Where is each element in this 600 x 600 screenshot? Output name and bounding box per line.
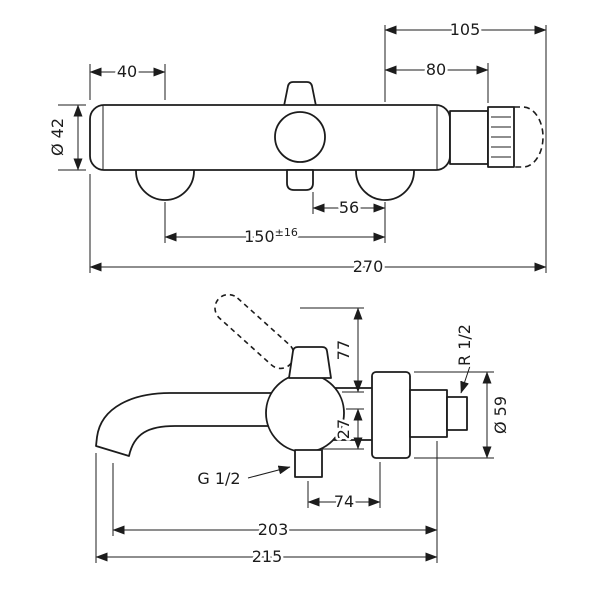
thread-r12-label: R 1/2 bbox=[455, 324, 474, 366]
wall-escutcheon bbox=[371, 371, 411, 459]
dimension-215: 215 bbox=[95, 453, 438, 569]
dimension-dia-59: Ø 59 bbox=[414, 371, 513, 459]
dimension-150: 150±16 bbox=[164, 202, 386, 249]
dimension-215-label: 215 bbox=[252, 547, 283, 566]
thread-g12-label: G 1/2 bbox=[197, 469, 240, 488]
lever-open-position-dashed bbox=[214, 293, 295, 370]
thread-nipple bbox=[446, 396, 468, 431]
spout bbox=[95, 392, 301, 457]
shower-outlet-port bbox=[294, 449, 323, 478]
hand-shower-holder-dashed bbox=[514, 106, 544, 168]
leader-line bbox=[247, 465, 291, 479]
dimension-80-label: 80 bbox=[426, 60, 446, 79]
valve-body-circle bbox=[265, 373, 345, 453]
dimension-270-label: 270 bbox=[353, 257, 384, 276]
wall-connector bbox=[409, 389, 448, 438]
dimension-dia-59-label: Ø 59 bbox=[491, 396, 510, 434]
top-view: 40 80 105 Ø 42 56 bbox=[46, 18, 547, 279]
dimension-105: 105 bbox=[384, 18, 547, 273]
dimension-dia-42-label: Ø 42 bbox=[48, 118, 67, 156]
dimension-203-label: 203 bbox=[258, 520, 289, 539]
dimension-150-label: 150±16 bbox=[244, 226, 298, 246]
dimension-270: 270 bbox=[89, 174, 547, 279]
dimension-77: 77 bbox=[300, 307, 364, 393]
outlet-connector bbox=[449, 110, 489, 165]
dimension-105-label: 105 bbox=[450, 20, 481, 39]
dimension-203: 203 bbox=[112, 441, 438, 563]
dimension-74-label: 74 bbox=[334, 492, 354, 511]
dimension-40: 40 bbox=[89, 60, 166, 100]
side-view: 77 27 R 1/2 Ø 59 G 1/2 bbox=[95, 293, 513, 569]
dimension-77-label: 77 bbox=[334, 340, 353, 360]
dimension-27: 27 bbox=[322, 408, 364, 450]
cartridge-circle bbox=[274, 111, 326, 163]
mixer-body bbox=[89, 104, 451, 171]
dimension-74: 74 bbox=[307, 462, 381, 514]
dimension-40-label: 40 bbox=[117, 62, 137, 81]
lever-handle bbox=[288, 346, 332, 379]
dimension-80: 80 bbox=[384, 25, 489, 103]
dimension-56: 56 bbox=[312, 192, 386, 220]
spout-stub bbox=[286, 169, 314, 191]
dimension-27-label: 27 bbox=[334, 419, 353, 439]
aerator-slot-lines bbox=[491, 116, 511, 158]
dimension-dia-42: Ø 42 bbox=[46, 104, 86, 171]
leader-line bbox=[460, 365, 471, 394]
label-thread-r12: R 1/2 bbox=[453, 322, 477, 394]
label-thread-g12: G 1/2 bbox=[195, 465, 291, 491]
handle-front-view bbox=[283, 81, 317, 107]
dimension-56-label: 56 bbox=[339, 198, 359, 217]
